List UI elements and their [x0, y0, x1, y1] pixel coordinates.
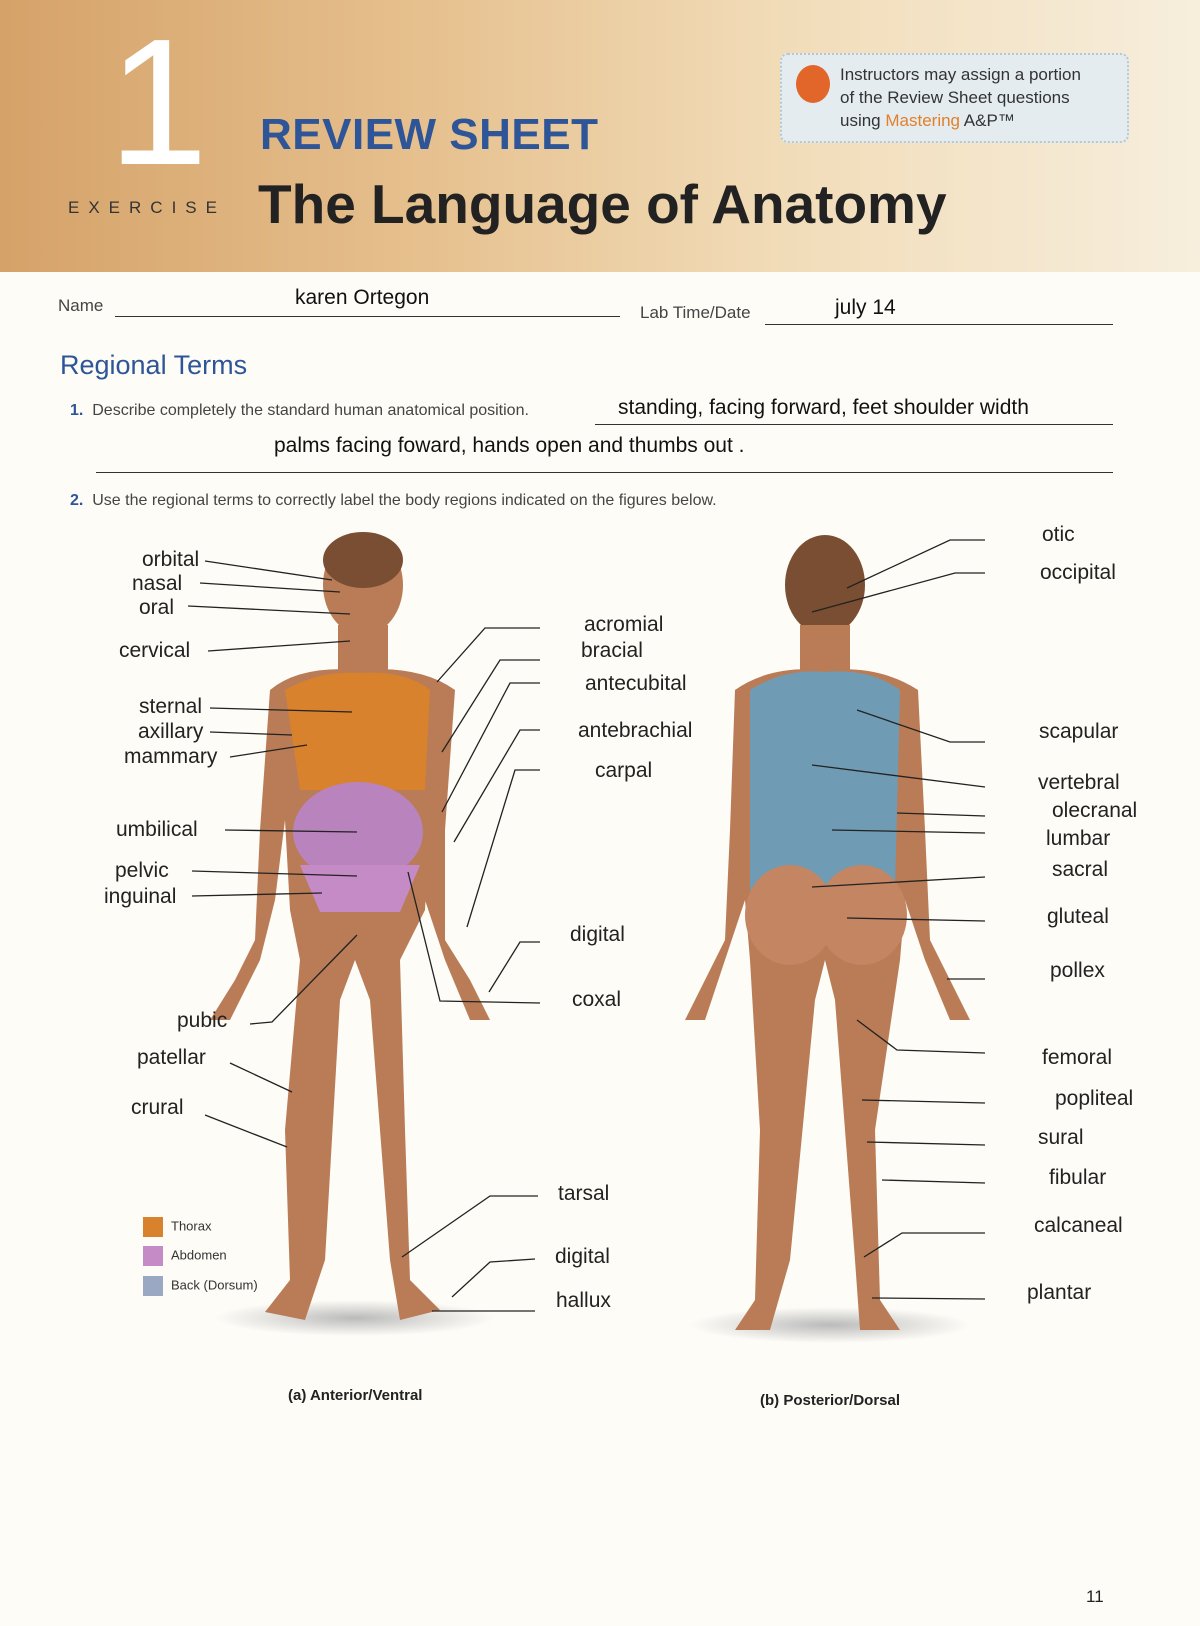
label-crural: crural [131, 1096, 184, 1119]
label-carpal: carpal [595, 759, 653, 782]
label-mammary: mammary [124, 745, 218, 768]
label-femoral: femoral [1042, 1046, 1113, 1069]
label-axillary: axillary [138, 720, 204, 743]
label-coxal: coxal [572, 988, 622, 1011]
review-sheet-heading: REVIEW SHEET [260, 110, 599, 159]
label-olecranal: olecranal [1052, 799, 1138, 822]
label-occipital: occipital [1040, 561, 1116, 584]
section-title: Regional Terms [60, 350, 248, 380]
label-umbilical: umbilical [116, 818, 198, 841]
label-scapular: scapular [1039, 720, 1119, 743]
posterior-figure [685, 535, 970, 1330]
mastering-callout: Instructors may assign a portion of the … [780, 53, 1129, 143]
name-line [115, 316, 620, 317]
callout-line-2: of the Review Sheet questions [840, 88, 1070, 107]
caption-posterior: (b) Posterior/Dorsal [760, 1392, 901, 1409]
label-otic: otic [1042, 523, 1075, 546]
anterior-figure [210, 532, 490, 1320]
leader-lines [187, 539, 986, 1312]
label-fibular: fibular [1049, 1166, 1107, 1189]
instructor-icon [796, 65, 830, 103]
question-number: 2. [70, 492, 84, 509]
callout-suffix: A&P™ [960, 111, 1015, 130]
answer-line-2 [96, 472, 1113, 473]
label-antecubital: antecubital [585, 672, 687, 695]
label-nasal: nasal [132, 572, 183, 595]
shadow-posterior [690, 1307, 970, 1343]
labtime-line [765, 324, 1113, 325]
caption-anterior: (a) Anterior/Ventral [288, 1387, 423, 1404]
question-text: Describe completely the standard human a… [92, 402, 529, 419]
label-tarsal: tarsal [558, 1182, 610, 1205]
abdomen-swatch [143, 1246, 163, 1266]
label-popliteal: popliteal [1055, 1087, 1134, 1110]
label-cervical: cervical [119, 639, 191, 662]
question-number: 1. [70, 402, 84, 419]
name-label: Name [58, 296, 104, 315]
answer-1-line-2[interactable]: palms facing foward, hands open and thum… [274, 434, 745, 457]
label-pelvic: pelvic [115, 859, 169, 882]
label-pollex: pollex [1050, 959, 1105, 982]
label-pubic: pubic [177, 1009, 228, 1032]
label-vertebral: vertebral [1038, 771, 1120, 794]
labtime-label: Lab Time/Date [640, 303, 751, 322]
label-calcaneal: calcaneal [1034, 1214, 1123, 1237]
label-sural: sural [1038, 1126, 1084, 1149]
thorax-swatch [143, 1217, 163, 1237]
label-patellar: patellar [137, 1046, 206, 1069]
back-swatch [143, 1276, 163, 1296]
callout-line-1: Instructors may assign a portion [840, 65, 1081, 84]
exercise-number: 1 [108, 2, 209, 203]
labtime-field[interactable]: july 14 [835, 296, 896, 319]
name-field[interactable]: karen Ortegon [295, 286, 430, 309]
label-lumbar: lumbar [1046, 827, 1111, 850]
label-hallux: hallux [556, 1289, 611, 1312]
question-text: Use the regional terms to correctly labe… [92, 492, 717, 509]
question-1: 1. Describe completely the standard huma… [70, 402, 529, 420]
question-2: 2. Use the regional terms to correctly l… [70, 492, 717, 510]
label-plantar: plantar [1027, 1281, 1092, 1304]
page-number: 11 [1086, 1587, 1104, 1606]
answer-line-1 [595, 424, 1113, 425]
legend-thorax: Thorax [143, 1217, 211, 1237]
label-oral: oral [139, 596, 175, 619]
label-bracial: bracial [581, 639, 643, 662]
page-title: The Language of Anatomy [258, 173, 947, 235]
label-acromial: acromial [584, 613, 664, 636]
answer-1-line-1[interactable]: standing, facing forward, feet shoulder … [618, 396, 1029, 419]
label-antebrachial: antebrachial [578, 719, 693, 742]
legend-abdomen: Abdomen [143, 1246, 227, 1266]
label-digital-foot: digital [555, 1245, 610, 1268]
label-sternal: sternal [139, 695, 203, 718]
label-gluteal: gluteal [1047, 905, 1109, 928]
callout-brand: Mastering [885, 111, 961, 130]
legend-back: Back (Dorsum) [143, 1276, 258, 1296]
label-orbital: orbital [142, 548, 200, 571]
label-digital-hand: digital [570, 923, 625, 946]
exercise-label: EXERCISE [68, 198, 226, 217]
label-inguinal: inguinal [104, 885, 177, 908]
shadow-anterior [215, 1300, 495, 1336]
label-sacral: sacral [1052, 858, 1109, 881]
callout-prefix: using [840, 111, 886, 130]
